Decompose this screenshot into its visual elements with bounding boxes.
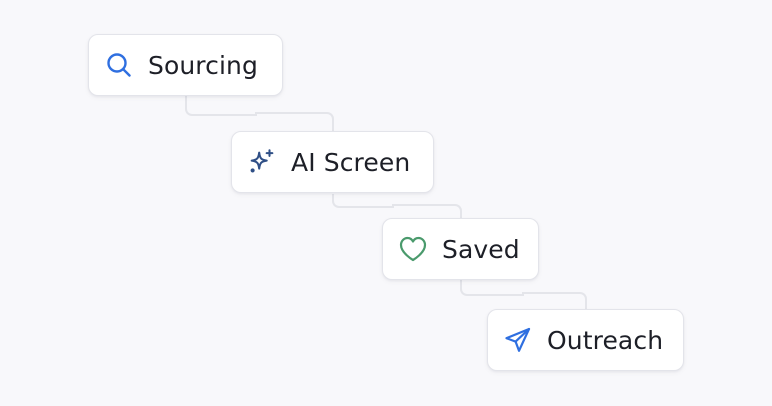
step-label: Outreach: [547, 325, 664, 355]
connector-sourcing-screen-tail: [255, 112, 334, 133]
step-label: Saved: [442, 234, 520, 264]
step-sourcing[interactable]: Sourcing: [88, 34, 283, 96]
sparkles-icon: [247, 147, 277, 177]
heart-icon: [398, 234, 428, 264]
search-icon: [104, 50, 134, 80]
connector-screen-saved: [332, 194, 394, 208]
connector-saved-outreach: [460, 280, 524, 296]
connector-saved-outreach-tail: [522, 292, 587, 311]
send-icon: [503, 325, 533, 355]
step-label: Sourcing: [148, 50, 258, 80]
step-label: AI Screen: [291, 147, 411, 177]
step-saved[interactable]: Saved: [382, 218, 539, 280]
step-ai-screen[interactable]: AI Screen: [231, 131, 434, 193]
step-outreach[interactable]: Outreach: [487, 309, 684, 371]
connector-screen-saved-tail: [392, 204, 462, 220]
connector-sourcing-screen: [185, 96, 257, 116]
